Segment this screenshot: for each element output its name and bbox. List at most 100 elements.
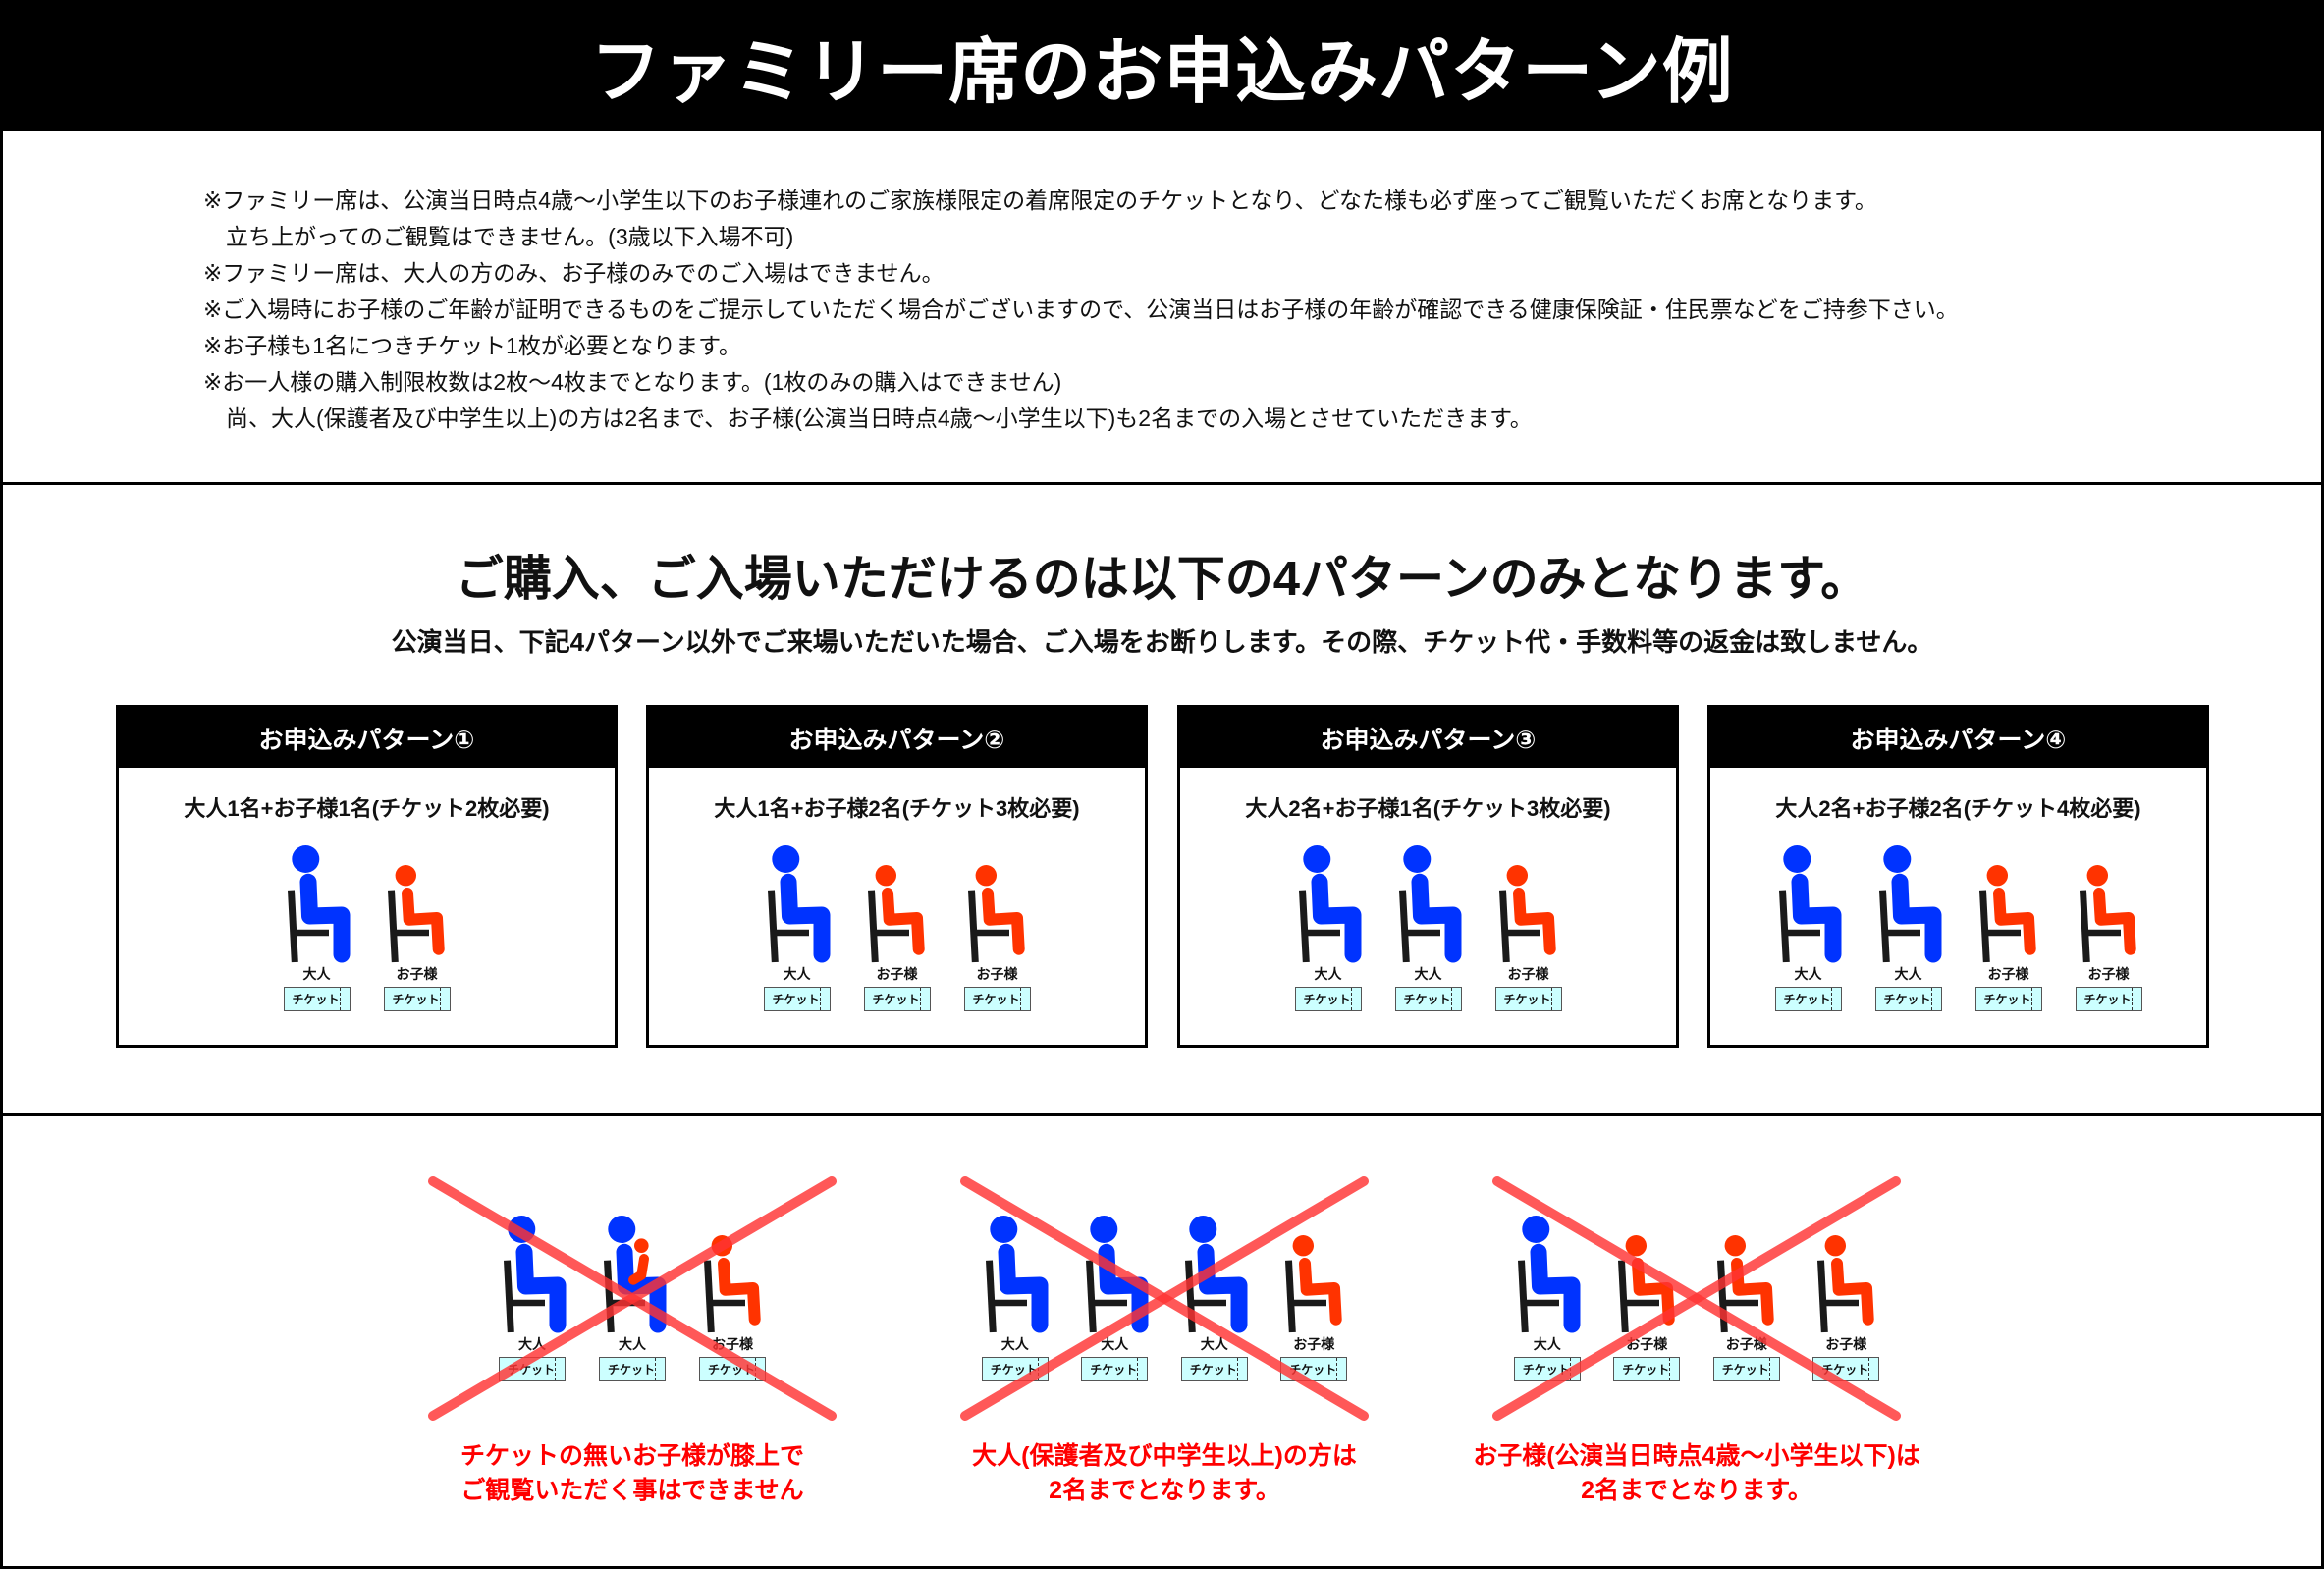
note-line: 立ち上がってのご観覧はできません。(3歳以下入場不可) [203, 224, 794, 249]
child-body [1298, 1258, 1342, 1326]
seat-group: 大人 チケット お子様 チケット お子様 チケット お子様 チケット [1497, 1215, 1896, 1381]
cross-mark-icon [428, 1176, 837, 1421]
caption-line: 大人(保護者及び中学生以上)の方は [972, 1442, 1357, 1470]
seat-child: お子様 チケット [1479, 844, 1579, 1011]
adult-head [607, 1216, 635, 1243]
ticket-label: チケット [1289, 1363, 1337, 1377]
person-label: 大人 [619, 1336, 646, 1352]
pattern-title: お申込みパターン① [119, 708, 615, 768]
adult-seated-icon [1518, 1216, 1581, 1333]
chair-icon [986, 1260, 1028, 1333]
chair-icon [1299, 890, 1340, 963]
child-body [1513, 888, 1556, 955]
adult-seated-icon [603, 1216, 666, 1333]
child-seated-icon [1617, 1235, 1675, 1333]
seat-group: 大人 チケット お子様 チケット [119, 844, 615, 1011]
seat-group: 大人 チケット お子様 チケット お子様 チケット [649, 844, 1145, 1011]
person-label: お子様 [1987, 966, 2029, 982]
child-body [982, 888, 1025, 955]
adult-head [1090, 1216, 1118, 1243]
chair-icon [703, 1260, 745, 1333]
invalid-caption: お子様(公演当日時点4歳〜小学生以下)は 2名までとなります。 [1399, 1439, 1994, 1508]
person-label: お子様 [1725, 1336, 1767, 1352]
ticket-icon: チケット [863, 987, 931, 1011]
ticket-label: チケット [1622, 1363, 1670, 1377]
ticket-icon: チケット [599, 1357, 666, 1381]
divider [0, 482, 2324, 485]
pattern-title: お申込みパターン④ [1710, 708, 2206, 768]
seat-adult: 大人 チケット [1378, 844, 1479, 1011]
ticket-icon: チケット [1394, 987, 1462, 1011]
person-label: 大人 [1414, 966, 1442, 982]
ticket-label: チケット [1721, 1363, 1769, 1377]
invalid-example: 大人 チケット 大人 チケット 大人 チケット お子様 チケット 大人(保護者及… [960, 1176, 1369, 1515]
adult-body [998, 1243, 1049, 1333]
ticket-label: チケット [1090, 1363, 1138, 1377]
invalid-caption: チケットの無いお子様が膝上でご観覧いただく事はできません [335, 1439, 930, 1508]
adult-seated-icon [768, 845, 831, 963]
child-head [1625, 1235, 1647, 1257]
pattern-title: お申込みパターン③ [1180, 708, 1676, 768]
adult-body [616, 1243, 666, 1333]
seat-child: お子様 チケット [1959, 844, 2059, 1011]
child-seated-icon [1979, 865, 2036, 963]
child-head [875, 865, 896, 887]
pattern-card: お申込みパターン② 大人1名+お子様2名(チケット3枚必要) 大人 チケット お… [646, 705, 1148, 1048]
ticket-icon: チケット [383, 987, 451, 1011]
adult-body [1891, 873, 1942, 963]
ticket-icon: チケット [763, 987, 831, 1011]
seat-adult: 大人 チケット [747, 844, 847, 1011]
ticket-icon: チケット [1974, 987, 2042, 1011]
chair-icon [1779, 890, 1820, 963]
seat-child: お子様 チケット [847, 844, 947, 1011]
note-line: ※お一人様の購入制限枚数は2枚〜4枚までとなります。(1枚のみの購入はできません… [203, 369, 1062, 395]
child-head [395, 865, 416, 887]
child-seated-icon [1284, 1235, 1342, 1333]
adult-head [990, 1216, 1018, 1243]
person-label: お子様 [2087, 966, 2130, 982]
adult-seated-icon [1399, 845, 1462, 963]
child-seated-icon [868, 865, 925, 963]
page-title: ファミリー席のお申込みパターン例 [0, 0, 2324, 131]
adult-body [1311, 873, 1362, 963]
caption-line: お子様(公演当日時点4歳〜小学生以下)は [1473, 1442, 1920, 1470]
pattern-caption: 大人1名+お子様1名(チケット2枚必要) [184, 796, 550, 821]
person-label: 大人 [1894, 966, 1922, 982]
child-seated-icon [968, 865, 1025, 963]
ticket-label: チケット [872, 993, 920, 1006]
invalid-example: 大人 チケット 大人 チケット お子様 チケット チケットの無いお子様が膝上でご… [428, 1176, 837, 1515]
caption-line: 2名までとなります。 [1581, 1477, 1812, 1504]
chair-icon [288, 890, 329, 963]
ticket-label: チケット [1983, 993, 2031, 1006]
child-head [2086, 865, 2108, 887]
ticket-label: チケット [1403, 993, 1451, 1006]
ticket-label: チケット [772, 993, 820, 1006]
person-label: お子様 [876, 966, 918, 982]
chair-icon [1617, 1260, 1659, 1333]
adult-head [292, 845, 320, 873]
ticket-label: チケット [990, 1363, 1038, 1377]
adult-head [1403, 845, 1432, 873]
caption-line: ご観覧いただく事はできません [460, 1477, 804, 1504]
person-label: 大人 [783, 966, 811, 982]
adult-head [1522, 1216, 1550, 1243]
person-label: 大人 [302, 966, 331, 982]
note-line: ※ご入場時にお子様のご年齢が証明できるものをご提示していただく場合がございますの… [203, 297, 1959, 322]
person-label: お子様 [1626, 1336, 1668, 1352]
caption-line: 2名までとなります。 [1049, 1477, 1280, 1504]
seat-adult: 大人 チケット [267, 844, 367, 1011]
seat-adult: 大人 チケット [1278, 844, 1378, 1011]
pattern-caption: 大人2名+お子様1名(チケット3枚必要) [1245, 796, 1611, 821]
person-label: 大人 [1101, 1336, 1129, 1352]
ticket-label: チケット [1189, 1363, 1237, 1377]
ticket-icon: チケット [1294, 987, 1362, 1011]
ticket-icon: チケット [1081, 1357, 1149, 1381]
chair-icon [1979, 890, 2021, 963]
ticket-label: チケット [2083, 993, 2132, 1006]
adult-seated-icon [288, 845, 351, 963]
adult-body [299, 873, 351, 963]
ticket-icon: チケット [1712, 1357, 1780, 1381]
pattern-caption: 大人1名+お子様2名(チケット3枚必要) [714, 796, 1080, 821]
child-body [882, 888, 925, 955]
child-head [1506, 865, 1528, 887]
